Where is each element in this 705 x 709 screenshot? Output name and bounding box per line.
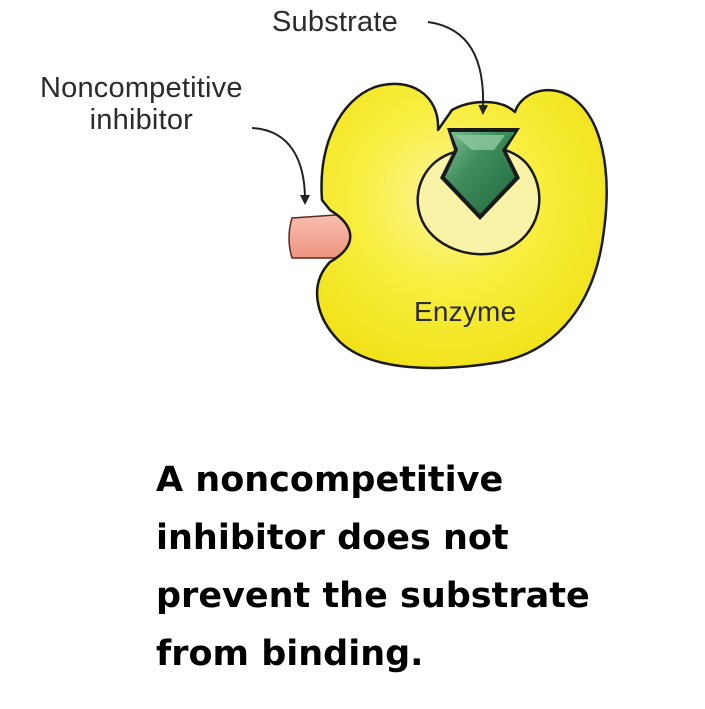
caption-line4: from binding. (156, 625, 676, 683)
inhibitor-label-line2: inhibitor (40, 104, 243, 136)
caption-line2: inhibitor does not (156, 509, 676, 567)
inhibitor-label: Noncompetitive inhibitor (40, 72, 243, 136)
enzyme-label: Enzyme (414, 296, 516, 328)
caption-line3: prevent the substrate (156, 567, 676, 625)
inhibitor-arrow (252, 128, 305, 200)
caption-line1: A noncompetitive (156, 451, 676, 509)
caption: A noncompetitive inhibitor does not prev… (156, 451, 676, 683)
substrate-label: Substrate (272, 6, 398, 38)
substrate-arrow (428, 22, 483, 110)
inhibitor-label-line1: Noncompetitive (40, 72, 243, 104)
